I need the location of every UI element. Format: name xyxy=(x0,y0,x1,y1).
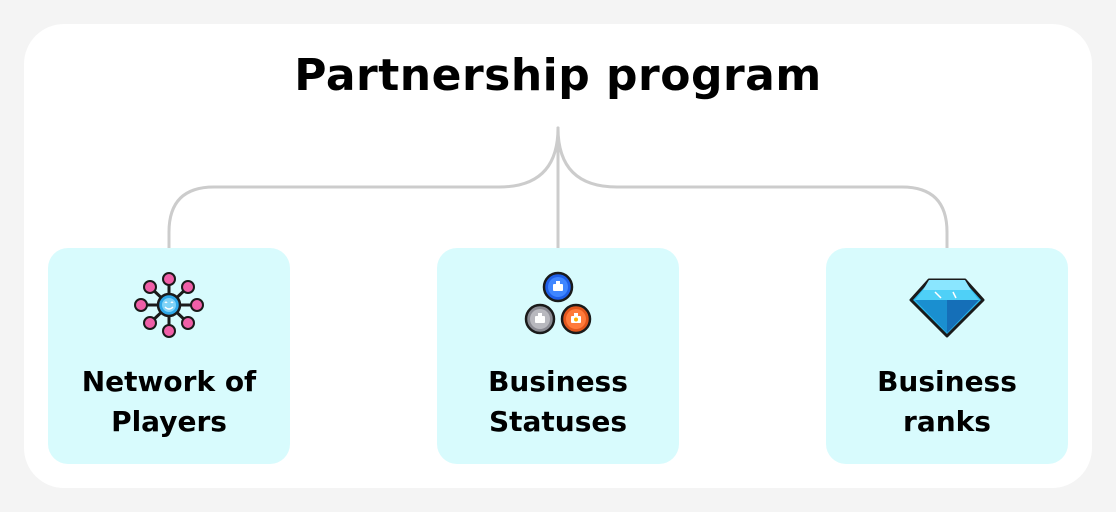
connector-left xyxy=(167,126,560,250)
card-business-statuses[interactable]: Business Statuses xyxy=(437,248,679,464)
diamond-icon xyxy=(909,278,985,338)
connector-right xyxy=(556,126,949,250)
network-icon xyxy=(134,272,204,338)
card-label: Business Statuses xyxy=(488,365,628,438)
card-business-ranks[interactable]: Business ranks xyxy=(826,248,1068,464)
card-label: Network of Players xyxy=(81,365,257,438)
card-network-of-players[interactable]: Network of Players xyxy=(48,248,290,464)
business-statuses-icon xyxy=(524,271,592,335)
card-label: Business ranks xyxy=(877,365,1017,438)
diagram-title: Partnership program xyxy=(294,50,822,101)
